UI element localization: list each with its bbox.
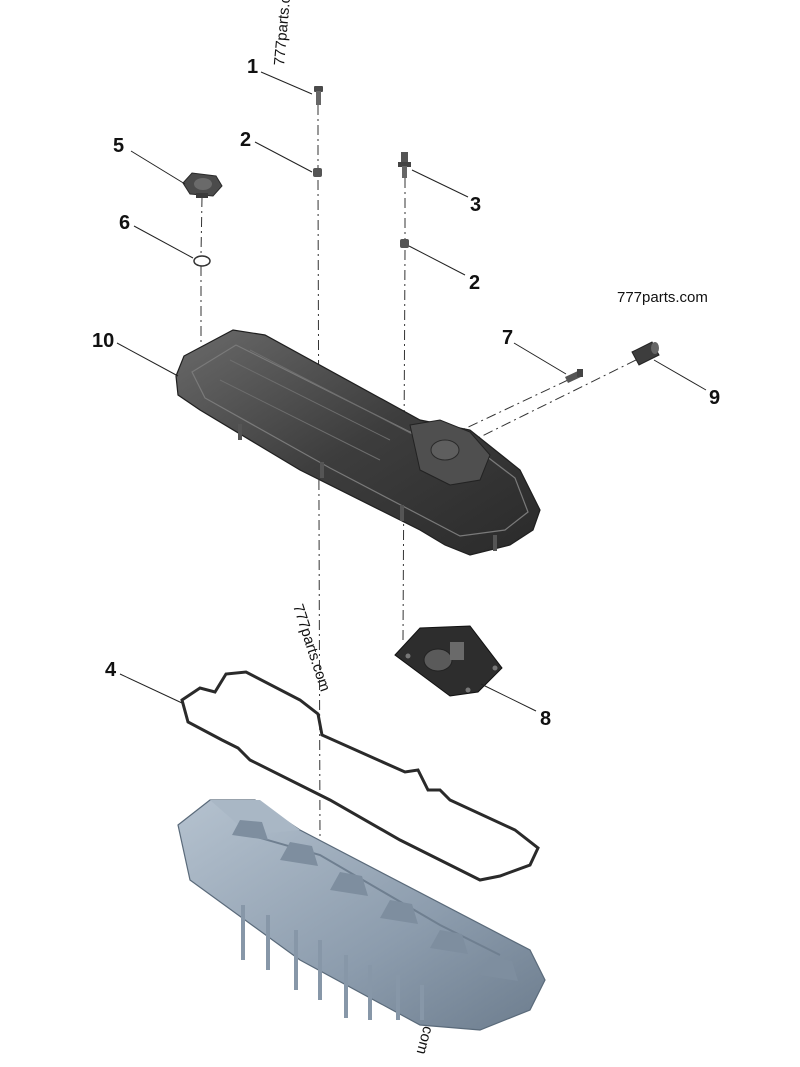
washer-part-2a	[313, 168, 322, 177]
washer-part-2b	[400, 239, 409, 248]
oil-cap-part-5	[182, 172, 223, 198]
callout-4: 4	[105, 659, 117, 681]
stud-part-3	[398, 152, 411, 178]
callout-2b: 2	[469, 272, 480, 294]
cylinder-head	[177, 799, 546, 1031]
valve-cover-part-10	[175, 329, 541, 556]
o-ring-part-6	[193, 255, 211, 267]
screw-part-7	[565, 369, 583, 383]
bolt-part-1	[314, 86, 323, 105]
callout-5: 5	[113, 135, 124, 157]
callout-6: 6	[119, 212, 130, 234]
callout-8: 8	[540, 708, 551, 730]
watermark-top: 777parts.com	[271, 0, 296, 66]
callout-7: 7	[502, 327, 513, 349]
callout-2a: 2	[240, 129, 251, 151]
sleeve-part-9	[631, 341, 660, 366]
callout-3: 3	[470, 194, 481, 216]
callout-1: 1	[247, 56, 258, 78]
watermark-right: 777parts.com	[617, 289, 708, 306]
callout-10: 10	[92, 330, 114, 352]
watermark-middle: 777parts.com	[289, 602, 333, 694]
leader-lines	[116, 71, 707, 712]
plate-part-8	[394, 625, 503, 697]
callout-9: 9	[709, 387, 720, 409]
gasket-part-4	[180, 670, 540, 882]
